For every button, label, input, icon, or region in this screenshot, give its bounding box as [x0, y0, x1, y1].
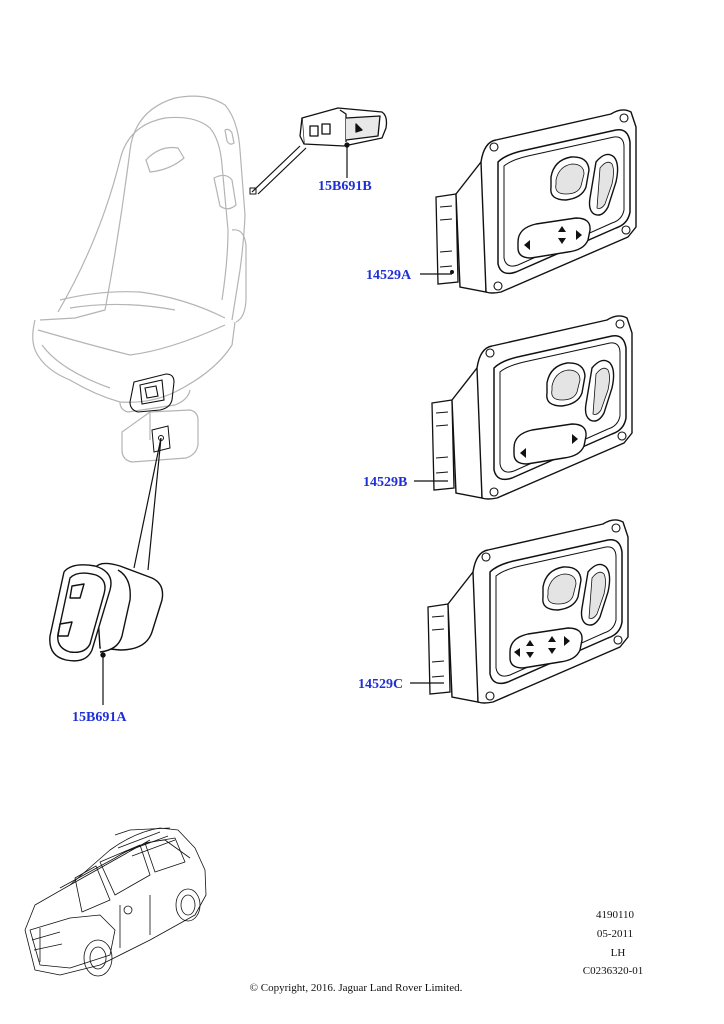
pack-a-arrows	[524, 226, 582, 250]
illustration-number: 4190110	[595, 909, 635, 921]
illustration-date: 05-2011	[596, 928, 634, 940]
switch-15b691a	[49, 562, 164, 662]
callout-15b691b[interactable]: 15B691B	[318, 179, 372, 194]
callout-15b691a[interactable]: 15B691A	[72, 710, 127, 725]
callout-14529a[interactable]: 14529A	[366, 268, 412, 283]
drawing-code: C0236320-01	[582, 965, 644, 977]
pack-c-arrows	[514, 636, 570, 658]
callout-14529c[interactable]: 14529C	[358, 677, 404, 692]
seat-connector-mark	[249, 187, 257, 195]
pack-b-arrows	[520, 434, 578, 458]
seat-side-switch	[129, 373, 175, 413]
seat-illustration	[32, 95, 247, 413]
seat-trim-panel	[121, 409, 199, 463]
copyright-notice: © Copyright, 2016. Jaguar Land Rover Lim…	[249, 982, 463, 994]
vehicle-illustration	[24, 827, 207, 977]
switch-pack-14529a	[435, 109, 637, 294]
illustration-side: LH	[610, 947, 626, 959]
switch-pack-14529b	[431, 315, 633, 500]
leader-lines-15b691b	[251, 145, 348, 195]
switch-pack-14529c	[427, 519, 629, 704]
leader-lines-15b691a	[133, 437, 162, 571]
switch-15b691b	[299, 107, 388, 148]
callout-14529b[interactable]: 14529B	[363, 475, 408, 490]
